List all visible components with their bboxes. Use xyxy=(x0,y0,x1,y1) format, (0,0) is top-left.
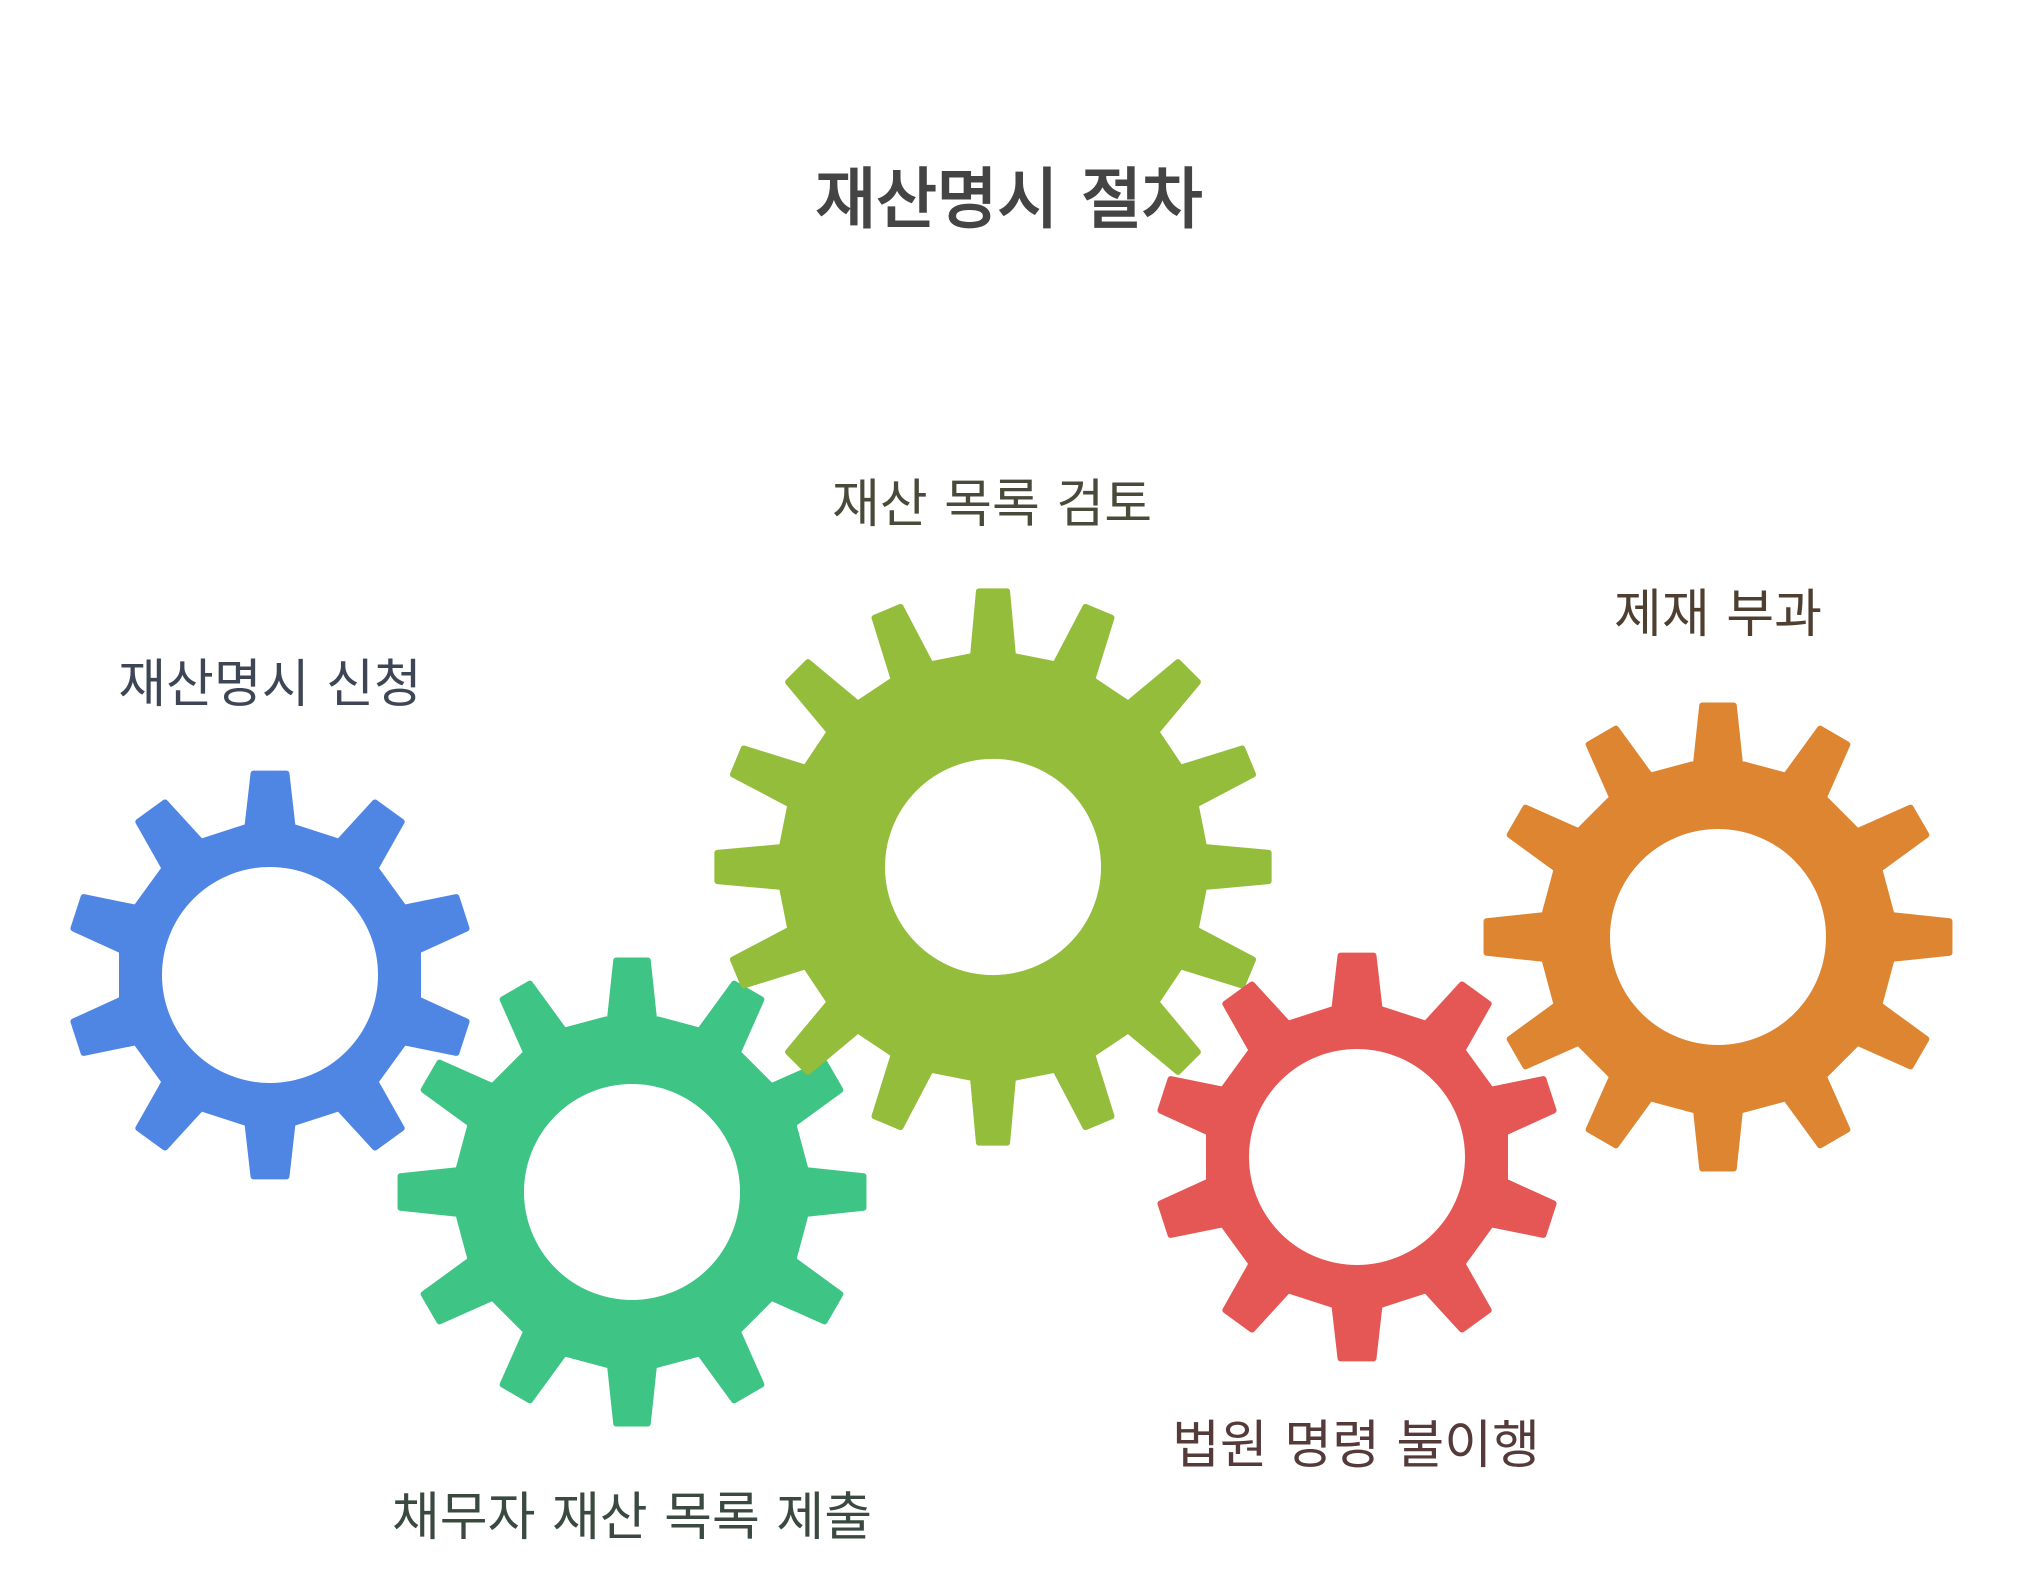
step-5: 제재 부과 xyxy=(1483,585,1953,1172)
gear-icon xyxy=(1157,952,1557,1362)
step-4: 법원 명령 불이행 xyxy=(1157,952,1557,1476)
step-3: 재산 목록 검토 xyxy=(714,475,1272,1146)
gear-icon xyxy=(1483,702,1953,1172)
step-label: 법원 명령 불이행 xyxy=(1172,1416,1540,1476)
step-label: 재산 목록 검토 xyxy=(832,475,1152,535)
step-label: 재산명시 신청 xyxy=(118,655,422,715)
step-1: 재산명시 신청 xyxy=(70,655,470,1180)
step-label: 채무자 재산 목록 제출 xyxy=(392,1488,872,1548)
gear-icon xyxy=(397,957,867,1427)
diagram-title: 재산명시 절차 xyxy=(815,161,1202,238)
step-label: 제재 부과 xyxy=(1614,585,1822,645)
gear-icon xyxy=(714,588,1272,1146)
gear-icon xyxy=(70,770,470,1180)
step-2: 채무자 재산 목록 제출 xyxy=(392,957,872,1548)
